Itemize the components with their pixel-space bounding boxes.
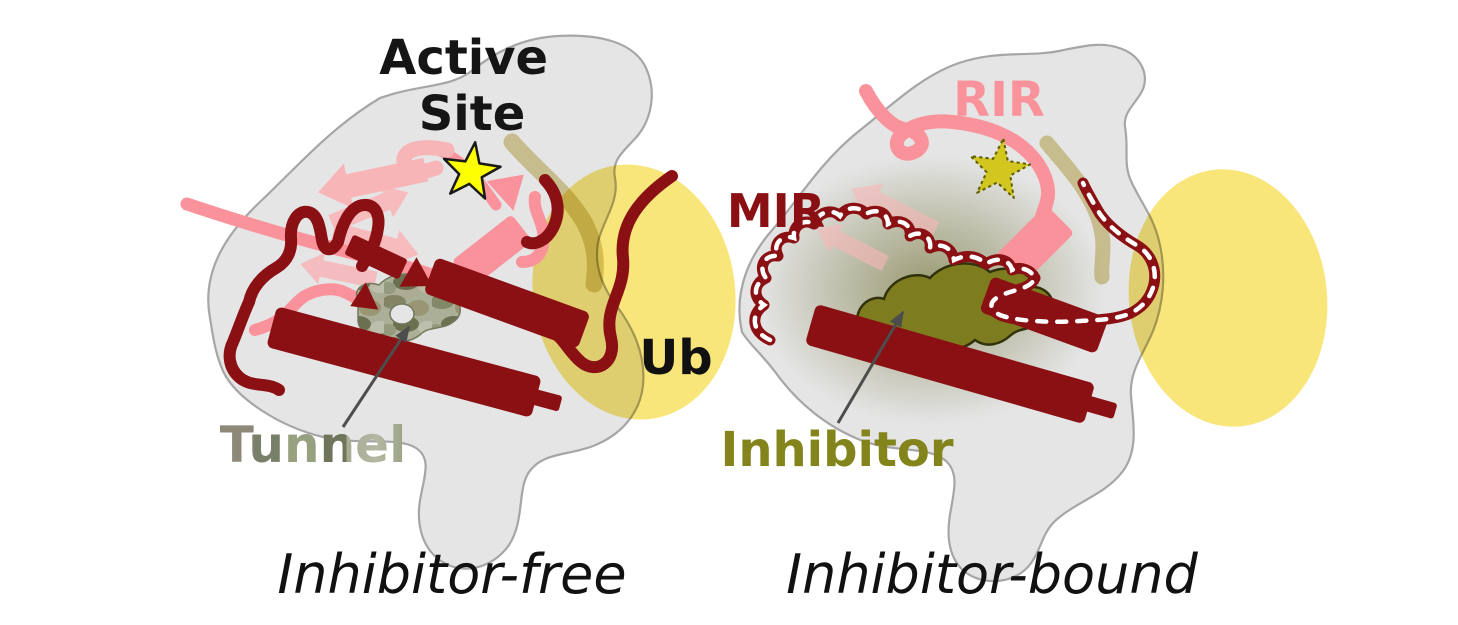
inhibitor-annotation-arrow (836, 310, 905, 424)
helix-lower (806, 305, 1117, 423)
rir-label: RIR (953, 72, 1045, 128)
panel-inhibitor-bound: RIR MIR Inhibitor Inhibitor-bound (720, 43, 1328, 606)
mir-rope (749, 177, 1161, 346)
ub-label: Ub (639, 330, 712, 386)
maroon-arrowhead-right (399, 257, 433, 287)
maroon-curl-near-ub (521, 174, 564, 250)
maroon-rod (345, 235, 407, 279)
caption-inhibitor-free: Inhibitor-free (277, 543, 626, 606)
inhibitor-label: Inhibitor (720, 422, 953, 478)
active-site-line2: Site (419, 86, 526, 142)
tunnel-annotation-arrow (341, 325, 411, 428)
pink-arrowhead (486, 174, 524, 211)
maroon-loop-bottom-hook (223, 296, 285, 396)
caption-inhibitor-bound: Inhibitor-bound (786, 543, 1198, 606)
beta-arrow-bottom-left (300, 252, 378, 289)
beta-arrow-top-left (318, 157, 429, 209)
helix-lower (267, 307, 562, 417)
mir-label: MIR (727, 184, 825, 238)
ubiquitin-tail-ribbon (503, 133, 604, 293)
helix-upper (425, 258, 589, 348)
rir-ribbon (859, 84, 1055, 231)
ubiquitin-blob (1128, 169, 1328, 427)
maroon-loop-zigzag (243, 199, 385, 308)
panel-inhibitor-free: Active Site Ub Tunnel Inhibitor-free (180, 30, 736, 606)
maroon-loop-right (543, 170, 678, 373)
active-site-line1: Active (379, 30, 548, 86)
blocked-active-site-star (969, 137, 1032, 199)
beta-arrow-faded-2 (816, 224, 890, 271)
tunnel-label: Tunnel (220, 416, 406, 474)
maroon-arrowhead-left (350, 282, 379, 310)
mir-rope-dashes (752, 180, 1157, 343)
active-site-label: Active Site (379, 30, 565, 142)
pink-helix (453, 216, 531, 286)
beta-arrow-faded-1 (851, 183, 940, 241)
active-site-star (442, 141, 502, 200)
